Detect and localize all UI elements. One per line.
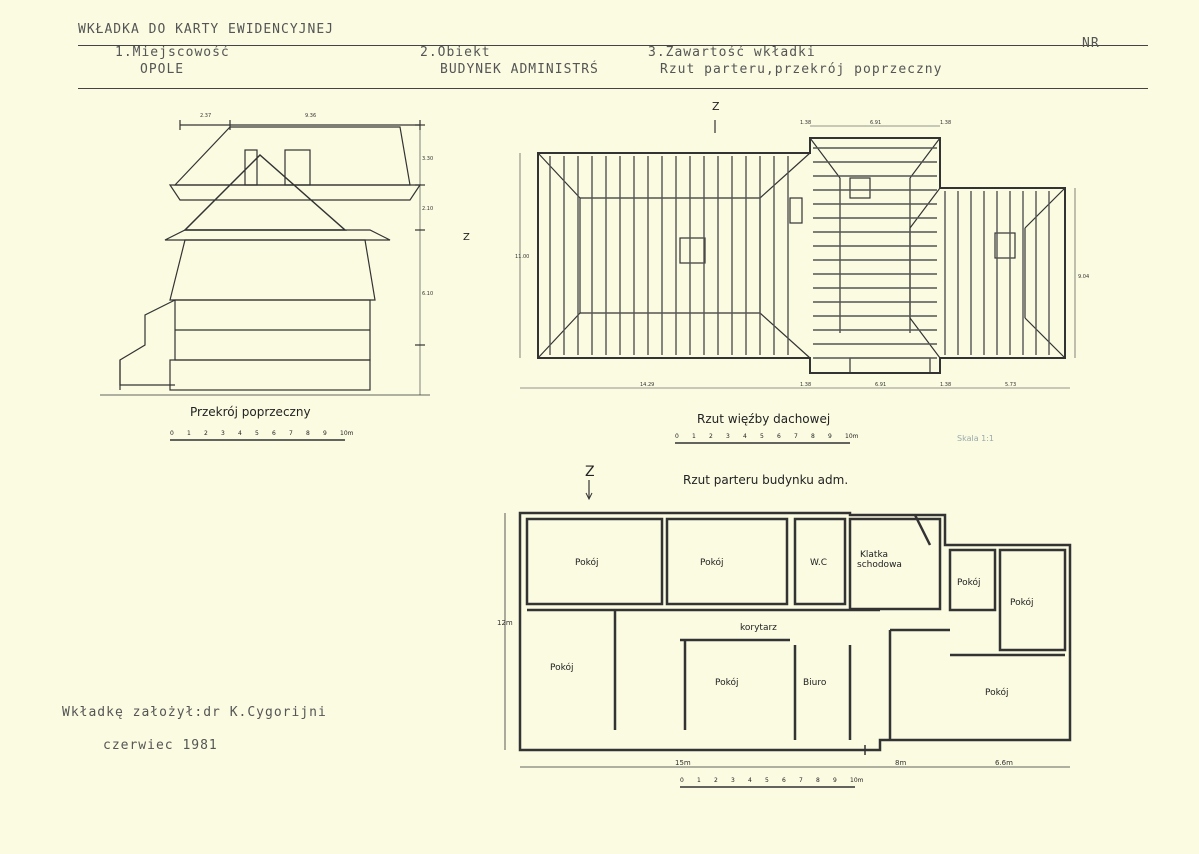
section-dim-right-2: 2.10 — [422, 206, 433, 212]
ground-dim-bottom-2: 8m — [895, 759, 906, 767]
section-dim-right-1: 3.30 — [422, 156, 433, 162]
author-note: Wkładkę założył:dr K.Cygorijni — [62, 705, 327, 720]
scale-tick-label: 9 — [833, 777, 837, 784]
scale-tick-label: 4 — [238, 430, 242, 437]
scale-tick-label: 4 — [748, 777, 752, 784]
roof-dim-right: 9.04 — [1078, 274, 1089, 280]
scale-tick-label: 2 — [204, 430, 208, 437]
ground-scale-bar: 0 1 2 3 4 5 6 7 8 9 10m — [680, 777, 864, 788]
room-label-1: Pokój — [575, 557, 599, 568]
roof-dim-top-3: 1.38 — [940, 120, 951, 126]
scale-tick-label: 6 — [777, 433, 781, 440]
scale-tick-label: 5 — [765, 777, 769, 784]
field-locality-label: 1.Miejscowość — [115, 45, 230, 60]
scale-tick-label: 5 — [255, 430, 259, 437]
roof-caption: Rzut więźby dachowej — [697, 412, 831, 426]
scale-tick-label: 8 — [816, 777, 820, 784]
scale-tick-label: 3 — [726, 433, 730, 440]
scale-tick-label: 10m — [850, 777, 864, 784]
scale-tick-label: 0 — [675, 433, 679, 440]
scale-tick-label: 4 — [743, 433, 747, 440]
roof-dim-top-1: 1.38 — [800, 120, 811, 126]
scale-tick-label: 3 — [221, 430, 225, 437]
section-drawing: 2.37 9.36 3.30 2.10 6.10 — [100, 113, 433, 396]
scale-tick-label: 1 — [697, 777, 701, 784]
ground-dim-bottom-3: 6.6m — [995, 759, 1013, 767]
scale-tick-label: 0 — [680, 777, 684, 784]
room-label-6: Pokój — [957, 577, 981, 588]
roof-plan-drawing: 11.00 9.04 1.38 6.91 1.38 14.29 1.38 6.9… — [515, 120, 1089, 389]
scale-tick-label: 2 — [714, 777, 718, 784]
scale-tick-label: 2 — [709, 433, 713, 440]
ground-north-arrow-line — [585, 480, 593, 501]
room-label-4: Klatka — [860, 550, 888, 560]
ground-caption: Rzut parteru budynku adm. — [683, 473, 849, 487]
scale-tick-label: 6 — [782, 777, 786, 784]
roof-dim-bottom-2: 1.38 — [800, 382, 811, 388]
ground-dim-left: 12m — [497, 619, 513, 627]
scale-tick-label: 7 — [289, 430, 293, 437]
scale-tick-label: 10m — [340, 430, 354, 437]
roof-scale-bar: 0 1 2 3 4 5 6 7 8 9 10m — [675, 433, 859, 444]
roof-dim-bottom-5: 5.73 — [1005, 382, 1016, 388]
scale-tick-label: 5 — [760, 433, 764, 440]
room-label-9: Pokój — [550, 662, 574, 673]
section-dim-top-1: 2.37 — [200, 113, 211, 119]
ground-dim-bottom-1: 15m — [675, 759, 691, 767]
roof-dim-bottom-4: 1.38 — [940, 382, 951, 388]
room-label-11: Biuro — [803, 678, 827, 688]
section-dim-top-2: 9.36 — [305, 113, 316, 119]
roof-dim-bottom-1: 14.29 — [640, 382, 654, 388]
scale-tick-label: 1 — [187, 430, 191, 437]
card-title: WKŁADKA DO KARTY EWIDENCYJNEJ — [78, 22, 334, 37]
scale-tick-label: 7 — [794, 433, 798, 440]
ground-plan-drawing: Pokój Pokój W.C Klatka schodowa Pokój Po… — [497, 511, 1072, 768]
room-label-7: Pokój — [1010, 597, 1034, 608]
scale-tick-label: 1 — [692, 433, 696, 440]
header-rule-top — [78, 45, 1148, 46]
room-label-8: korytarz — [740, 623, 777, 633]
scale-tick-label: 6 — [272, 430, 276, 437]
scale-tick-label: 9 — [323, 430, 327, 437]
date-note: czerwiec 1981 — [103, 738, 218, 753]
roof-dim-bottom-3: 6.91 — [875, 382, 886, 388]
header-rule-bottom — [78, 88, 1148, 89]
scale-tick-label: 8 — [811, 433, 815, 440]
field-object-label: 2.Obiekt — [420, 45, 491, 60]
scale-tick-label: 7 — [799, 777, 803, 784]
section-scale-bar: 0 1 2 3 4 5 6 7 8 9 10m — [170, 430, 354, 441]
room-label-3: W.C — [810, 558, 827, 568]
scale-tick-label: 10m — [845, 433, 859, 440]
roof-scale-stamp: Skala 1:1 — [957, 434, 995, 443]
roof-dim-left: 11.00 — [515, 254, 529, 260]
scale-tick-label: 9 — [828, 433, 832, 440]
scale-tick-label: 3 — [731, 777, 735, 784]
section-dim-right-3: 6.10 — [422, 291, 433, 297]
field-content-label: 3.Zawartość wkładki — [648, 45, 816, 60]
room-label-10: Pokój — [715, 677, 739, 688]
room-label-2: Pokój — [700, 557, 724, 568]
roof-dim-top-2: 6.91 — [870, 120, 881, 126]
scale-tick-label: 8 — [306, 430, 310, 437]
ground-north-arrow: Z — [585, 464, 595, 480]
field-content-value: Rzut parteru,przekrój poprzeczny — [660, 62, 943, 77]
room-label-5: schodowa — [857, 560, 902, 570]
roof-side-north: Z — [463, 232, 470, 243]
section-caption: Przekrój poprzeczny — [190, 405, 311, 419]
field-locality-value: OPOLE — [140, 62, 185, 77]
room-label-12: Pokój — [985, 687, 1009, 698]
scale-tick-label: 0 — [170, 430, 174, 437]
roof-north-arrow: Z — [712, 100, 720, 113]
nr-label: NR — [1082, 36, 1100, 51]
field-object-value: BUDYNEK ADMINISTRŚ — [440, 62, 599, 77]
